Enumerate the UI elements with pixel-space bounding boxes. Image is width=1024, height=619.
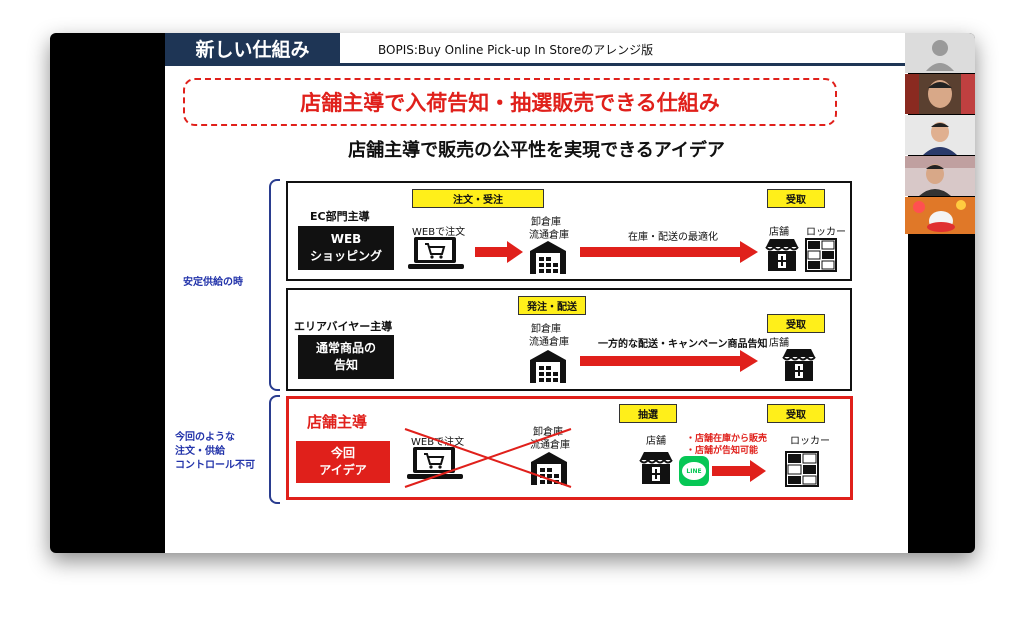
warehouse-line2: 流通倉庫 xyxy=(529,230,569,241)
panel-store-role: 店舗主導 xyxy=(307,413,368,431)
normal-products-line1: 通常商品の xyxy=(315,341,376,355)
headline-banner: 店舗主導で入荷告知・抽選販売できる仕組み xyxy=(183,78,837,126)
line-bubble: LINE xyxy=(682,462,706,480)
label-current-line3: コントロール不可 xyxy=(175,460,255,471)
participant-video-1[interactable] xyxy=(905,74,975,114)
warehouse-icon xyxy=(530,241,566,274)
warehouse3-line2: 流通倉庫 xyxy=(530,440,570,451)
panel-store-led: 店舗主導 今回 アイデア WEBで注文 卸倉庫 流通倉庫 抽選 店舗 ・店舗在庫… xyxy=(286,396,853,500)
section-title: 新しい仕組み xyxy=(165,33,340,63)
label-lottery: 抽選 xyxy=(619,404,677,423)
participant-photo-3 xyxy=(905,156,975,196)
web-order-text: WEBで注文 xyxy=(412,227,466,238)
user-avatar-icon xyxy=(926,40,954,71)
store-icon xyxy=(639,452,673,484)
panel-ec: EC部門主導 WEB ショッピング 注文・受注 受取 WEBで注文 卸倉庫 流通… xyxy=(286,181,852,281)
this-idea-box: 今回 アイデア xyxy=(296,441,390,483)
note-store-announce: ・店舗が告知可能 xyxy=(686,446,759,456)
store3-text: 店舗 xyxy=(646,436,666,447)
label-order: 注文・受注 xyxy=(412,189,544,208)
warehouse2-line2: 流通倉庫 xyxy=(529,337,569,348)
locker-text: ロッカー xyxy=(806,227,846,238)
store-icon xyxy=(765,239,799,271)
shared-slide: 新しい仕組み BOPIS:Buy Online Pick-up In Store… xyxy=(165,33,908,553)
label-current-line1: 今回のような xyxy=(175,432,235,443)
locker-icon xyxy=(805,238,837,272)
note-store-stock: ・店舗在庫から販売 xyxy=(686,434,768,444)
web-order-crossed: WEBで注文 xyxy=(411,437,465,448)
laptop-cart-icon xyxy=(408,237,464,269)
brace-stable xyxy=(269,179,280,391)
store-text: 店舗 xyxy=(769,227,789,238)
arrow-optimize-text: 在庫・配送の最適化 xyxy=(628,232,718,243)
panel-ec-role: EC部門主導 xyxy=(310,210,370,223)
participant-video-4[interactable] xyxy=(905,197,975,234)
arrow-right-icon xyxy=(712,460,766,482)
label-receive-3: 受取 xyxy=(767,404,825,423)
panel-area-buyer: エリアバイヤー主導 通常商品の 告知 発注・配送 卸倉庫 流通倉庫 一方的な配送… xyxy=(286,288,852,391)
arrow-right-icon xyxy=(475,241,523,263)
this-idea-line1: 今回 xyxy=(330,446,355,460)
participant-photo-1 xyxy=(905,74,975,114)
line-app-icon: LINE xyxy=(679,456,709,486)
web-shopping-line1: WEB xyxy=(330,232,362,246)
brace-current xyxy=(269,395,280,504)
cross-out-icon xyxy=(404,428,572,488)
arrow-oneway-text: 一方的な配送・キャンペーン商品告知 xyxy=(598,339,768,350)
warehouse-icon xyxy=(530,350,566,383)
idea-heading: 店舗主導で販売の公平性を実現できるアイデア xyxy=(348,140,725,161)
label-dispatch: 発注・配送 xyxy=(518,296,586,315)
label-current-line2: 注文・供給 xyxy=(175,446,225,457)
title-underline xyxy=(165,63,908,66)
store2-text: 店舗 xyxy=(769,338,789,349)
slide-subtitle: BOPIS:Buy Online Pick-up In Storeのアレンジ版 xyxy=(378,43,654,57)
web-shopping-line2: ショッピング xyxy=(309,249,382,263)
participant-photo-2 xyxy=(905,115,975,155)
participant-photo-4 xyxy=(905,197,975,234)
participant-tile-avatar[interactable] xyxy=(905,33,975,73)
warehouse2-line1: 卸倉庫 xyxy=(531,324,561,335)
warehouse-line1: 卸倉庫 xyxy=(531,217,561,228)
locker-icon xyxy=(785,451,819,487)
locker3-text: ロッカー xyxy=(790,436,830,447)
this-idea-line2: アイデア xyxy=(319,463,367,477)
normal-products-box: 通常商品の 告知 xyxy=(298,335,394,379)
warehouse3-line1: 卸倉庫 xyxy=(533,427,563,438)
participant-video-3[interactable] xyxy=(905,156,975,196)
long-arrow-icon xyxy=(580,241,758,263)
meeting-window: 新しい仕組み BOPIS:Buy Online Pick-up In Store… xyxy=(50,33,975,553)
participant-video-2[interactable] xyxy=(905,115,975,155)
web-shopping-box: WEB ショッピング xyxy=(298,226,394,270)
label-stable-supply: 安定供給の時 xyxy=(183,277,243,288)
panel-buyer-role: エリアバイヤー主導 xyxy=(294,320,393,333)
label-receive: 受取 xyxy=(767,189,825,208)
long-arrow-icon xyxy=(580,350,758,372)
store-icon xyxy=(782,349,816,381)
normal-products-line2: 告知 xyxy=(333,358,358,372)
label-receive-2: 受取 xyxy=(767,314,825,333)
